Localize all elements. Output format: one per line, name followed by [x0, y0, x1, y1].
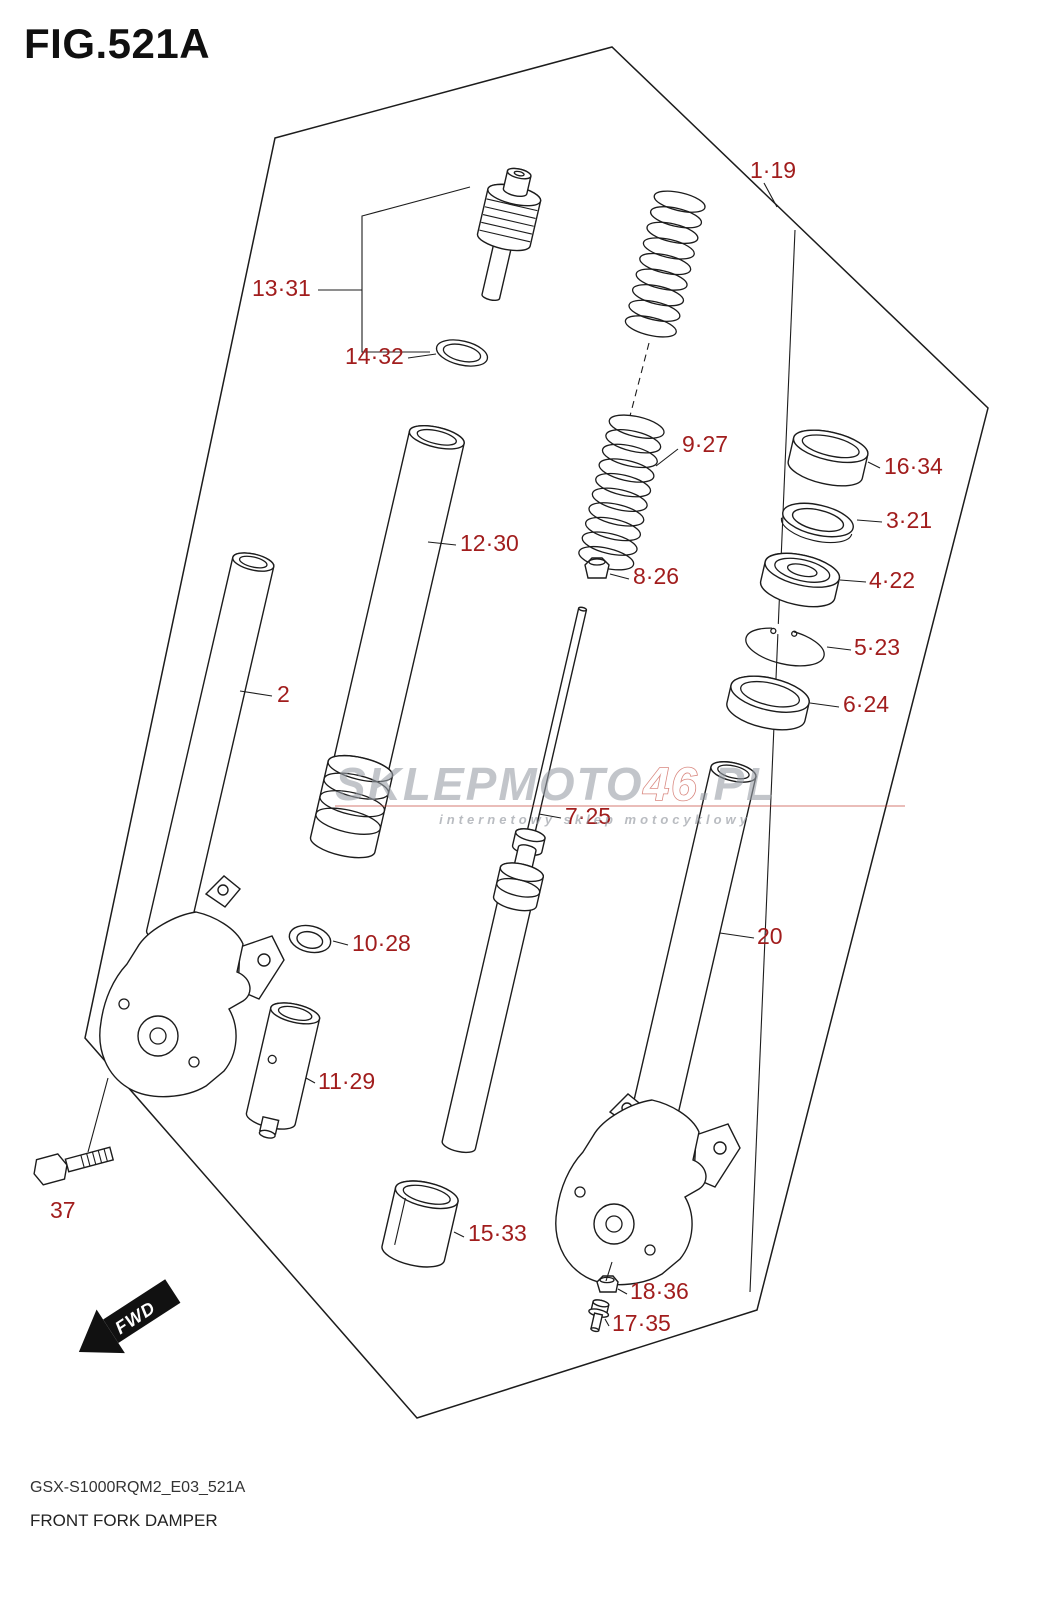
watermark-mid: MOTO — [498, 758, 643, 810]
part-8-lock-nut — [584, 557, 610, 579]
watermark: SKLEPMOTO46.PL internetowy sklep motocyk… — [335, 757, 905, 827]
part-12-inner-tube — [309, 425, 465, 859]
part-4-oil-seal — [759, 552, 841, 608]
part-label-14-32: 14·32 — [345, 343, 404, 369]
part-label-15-33: 15·33 — [468, 1220, 527, 1246]
part-18-nut — [596, 1275, 619, 1293]
figure-title: FIG.521A — [24, 20, 210, 67]
part-label-7-25: 7·25 — [565, 803, 611, 829]
left-fork-leg-casting — [99, 875, 285, 1098]
assembly-box-outline — [84, 46, 989, 1419]
part-14-o-ring — [435, 339, 489, 367]
part-label-6-24: 6·24 — [843, 691, 889, 717]
part-label-8-26: 8·26 — [633, 563, 679, 589]
part-label-16-34: 16·34 — [884, 453, 943, 479]
watermark-brand: SKLEPMOTO46.PL — [335, 758, 776, 810]
part-15-guide-bushing — [381, 1180, 459, 1268]
part-label-13-31: 13·31 — [252, 275, 311, 301]
cap-bracket-lines — [361, 186, 471, 353]
part-label-1-19: 1·19 — [750, 157, 796, 183]
part-label-18-36: 18·36 — [630, 1278, 689, 1304]
leader-lines — [87, 182, 883, 1327]
part-label-37: 37 — [50, 1197, 76, 1223]
watermark-post: .PL — [699, 758, 777, 810]
part-label-10-28: 10·28 — [352, 930, 411, 956]
part-labels: 1·19 13·31 14·32 9·27 16·34 3·21 4·22 5·… — [50, 157, 943, 1336]
spring-centerline — [629, 342, 650, 417]
footer-figure-name: FRONT FORK DAMPER — [30, 1511, 218, 1530]
part-6-dust-seal — [726, 675, 810, 731]
part-7-damper-rod — [441, 606, 588, 1154]
part-16-slide-bushing — [787, 429, 869, 487]
part-3-washer — [780, 502, 854, 544]
part-2-outer-tube — [145, 552, 275, 946]
part-11-spacer — [245, 1002, 321, 1139]
part-5-stopper-snap-ring — [745, 622, 825, 667]
part-9-rebound-spring — [578, 414, 665, 571]
footer-part-code: GSX-S1000RQM2_E03_521A — [30, 1479, 246, 1496]
part-label-11-29: 11·29 — [318, 1068, 375, 1094]
part-label-4-22: 4·22 — [869, 567, 915, 593]
part-label-9-27: 9·27 — [682, 431, 728, 457]
part-label-12-30: 12·30 — [460, 530, 519, 556]
part-10-stopper-ring — [288, 924, 332, 954]
part-label-20: 20 — [757, 923, 783, 949]
part-13-fork-cap — [476, 167, 542, 302]
part-label-5-23: 5·23 — [854, 634, 900, 660]
part-label-17-35: 17·35 — [612, 1310, 671, 1336]
watermark-pre: SKLEP — [335, 758, 498, 810]
part-1-fork-spring — [624, 190, 706, 338]
part-37-bolt — [33, 1146, 115, 1186]
part-label-3-21: 3·21 — [886, 507, 932, 533]
part-17-bolt — [588, 1299, 610, 1333]
watermark-subtitle: internetowy sklep motocyklowy — [439, 812, 751, 827]
part-label-2: 2 — [277, 681, 290, 707]
right-fork-leg-casting — [555, 1093, 741, 1286]
watermark-num: 46 — [643, 758, 699, 810]
